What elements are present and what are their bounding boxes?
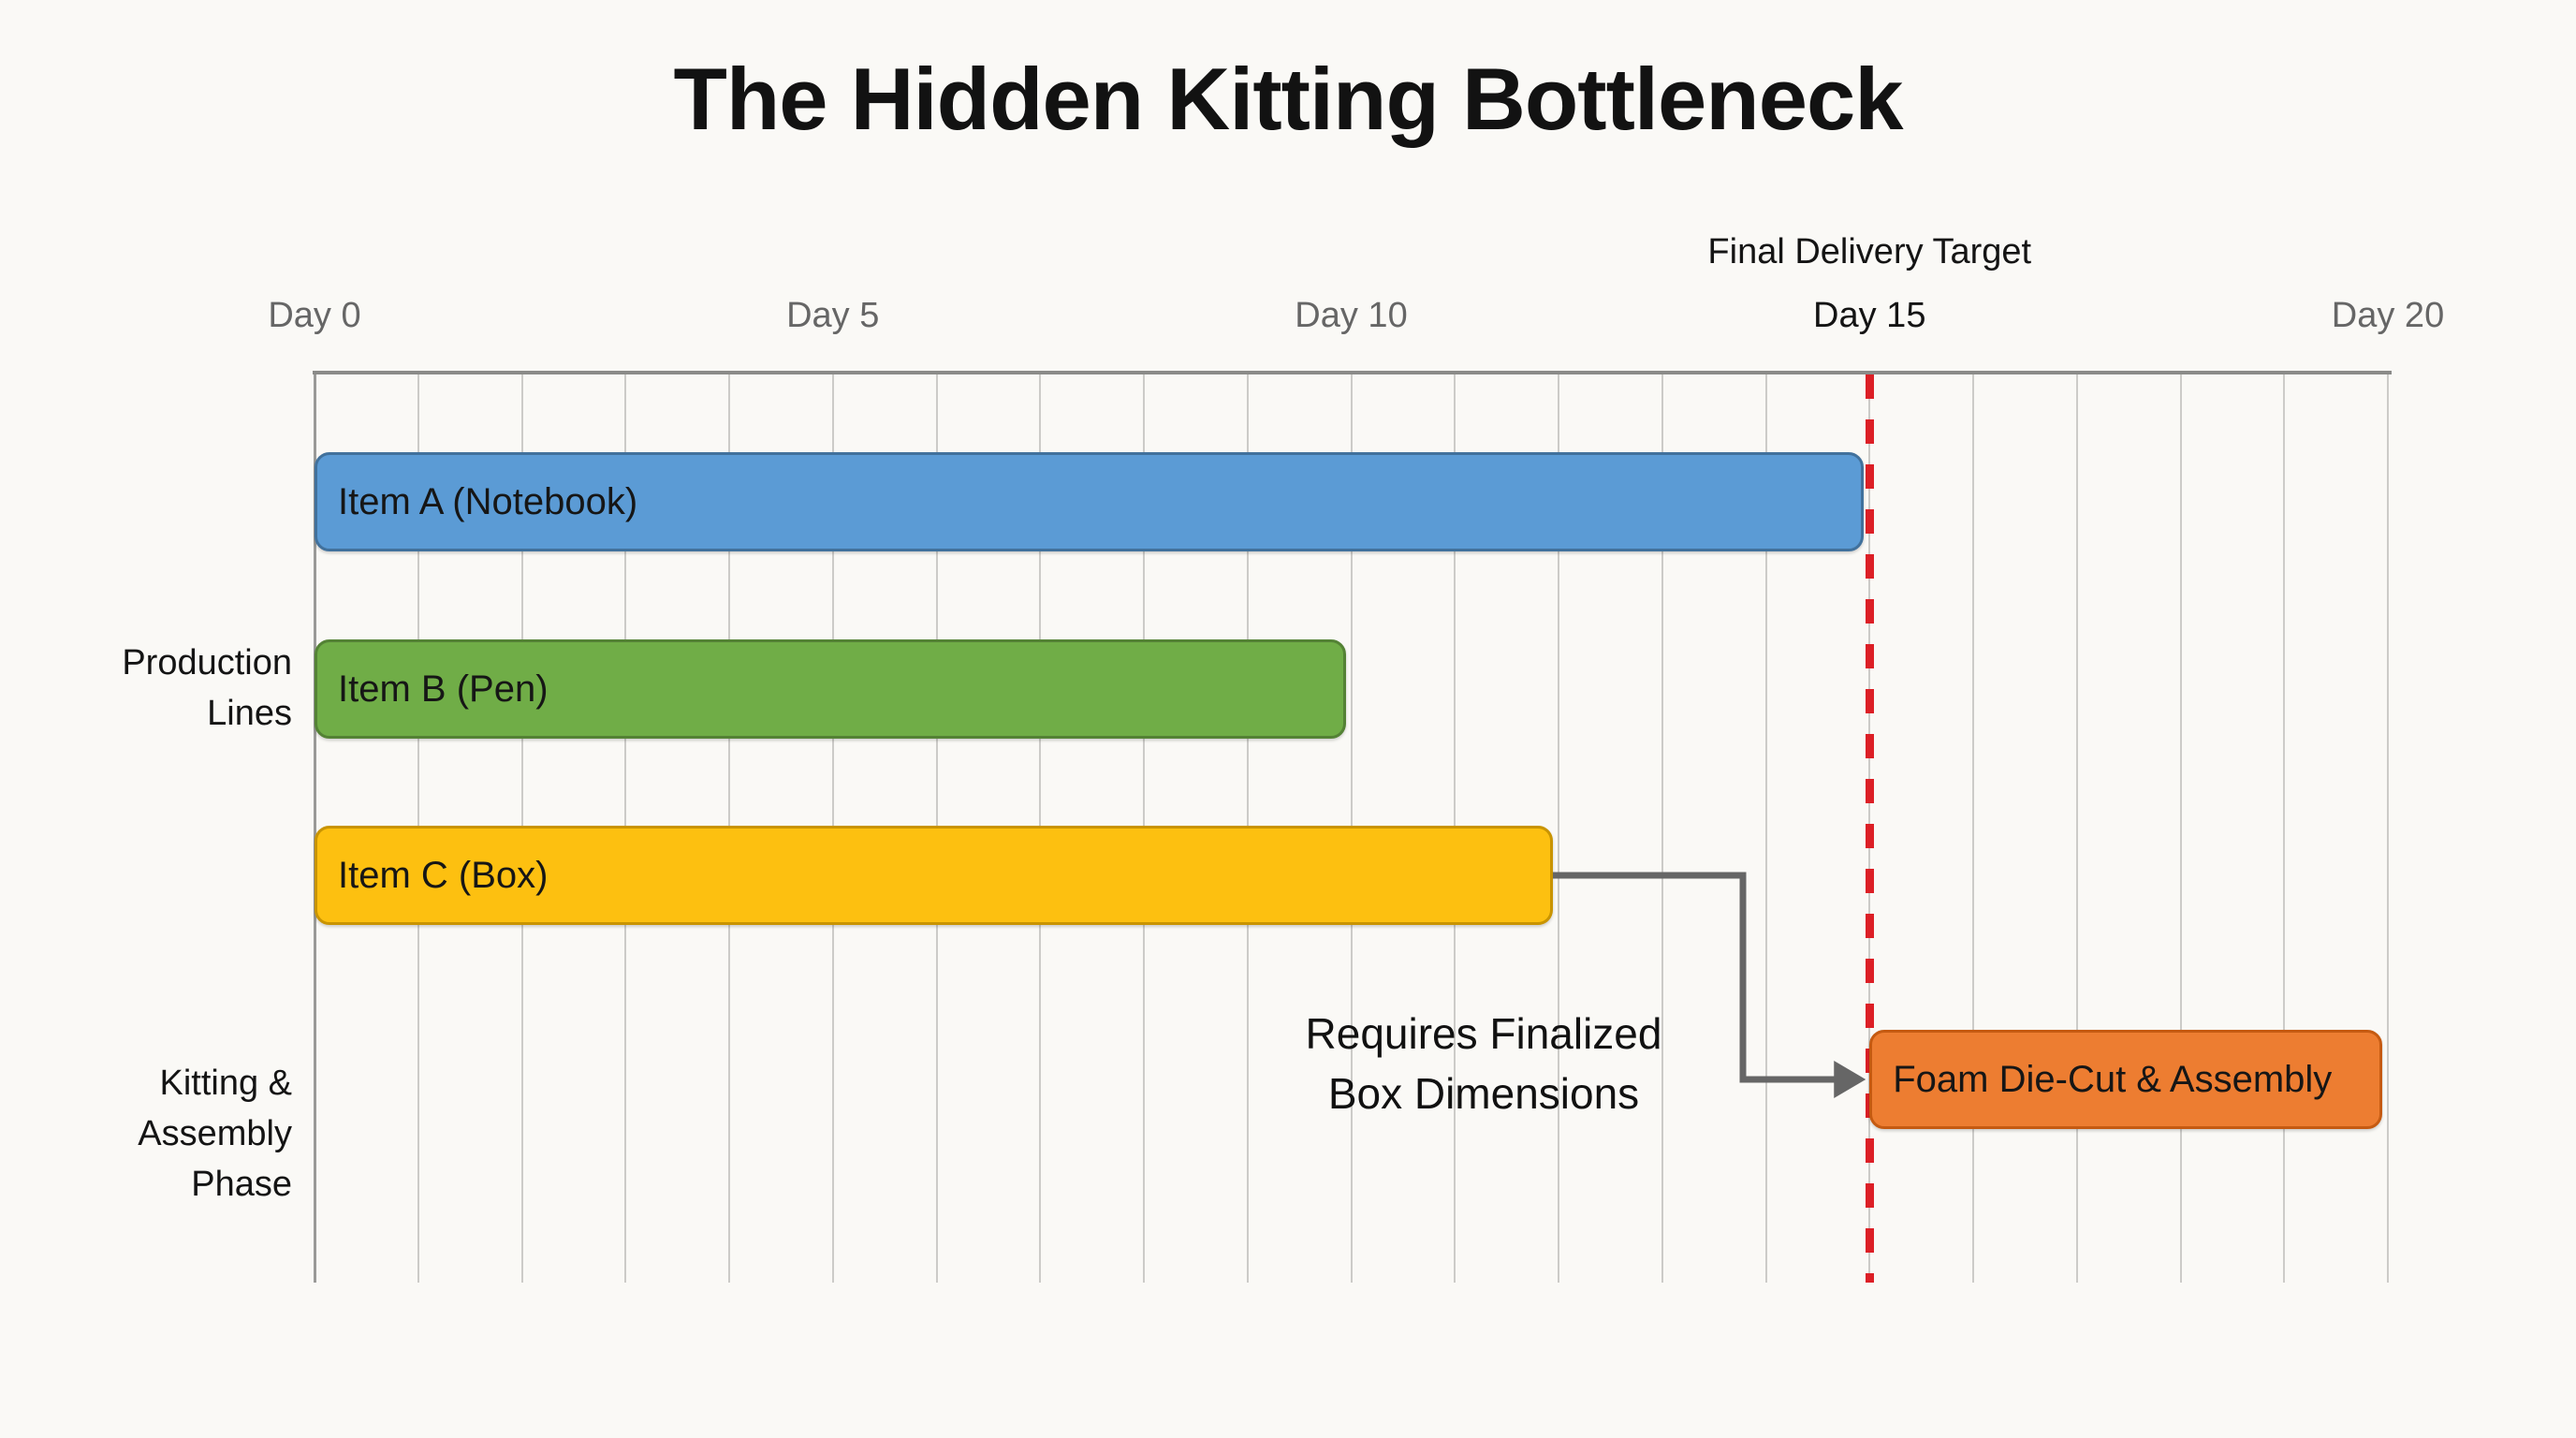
task-bar: Item C (Box): [315, 826, 1553, 925]
task-bar-label: Foam Die-Cut & Assembly: [1893, 1059, 2333, 1100]
grid-line: [2179, 374, 2182, 1283]
axis-tick-label: Day 20: [2331, 296, 2445, 335]
axis-tick-label: Day 10: [1295, 296, 1408, 335]
axis-tick-label: Day 0: [268, 296, 361, 335]
row-group-label-kitting-assembly: Kitting & Assembly Phase: [138, 1064, 292, 1204]
grid-line: [2387, 374, 2389, 1283]
task-bar-label: Item C (Box): [338, 855, 549, 896]
grid-line: [1972, 374, 1974, 1283]
grid-line: [1661, 374, 1663, 1283]
task-bar-label: Item A (Notebook): [338, 481, 638, 522]
grid-line: [2075, 374, 2078, 1283]
task-bar: Item A (Notebook): [315, 452, 1865, 551]
dependency-annotation: Requires Finalized Box Dimensions: [1305, 1009, 1662, 1118]
grid-line: [2283, 374, 2286, 1283]
chart-title: The Hidden Kitting Bottleneck: [673, 50, 1903, 148]
grid-line: [1764, 374, 1767, 1283]
row-group-label-production-lines: Production Lines: [122, 643, 292, 733]
axis-tick-label: Day 5: [786, 296, 880, 335]
grid-line: [314, 374, 316, 1283]
grid-line: [1558, 374, 1559, 1283]
task-bar-label: Item B (Pen): [338, 668, 549, 710]
target-caption: Final Delivery Target: [1707, 232, 2032, 271]
axis-line: [313, 371, 2392, 374]
target-line: [1866, 374, 1875, 1283]
task-bar: Foam Die-Cut & Assembly: [1869, 1030, 2382, 1129]
axis-tick-label: Day 15: [1813, 296, 1926, 335]
task-bar: Item B (Pen): [315, 639, 1346, 739]
